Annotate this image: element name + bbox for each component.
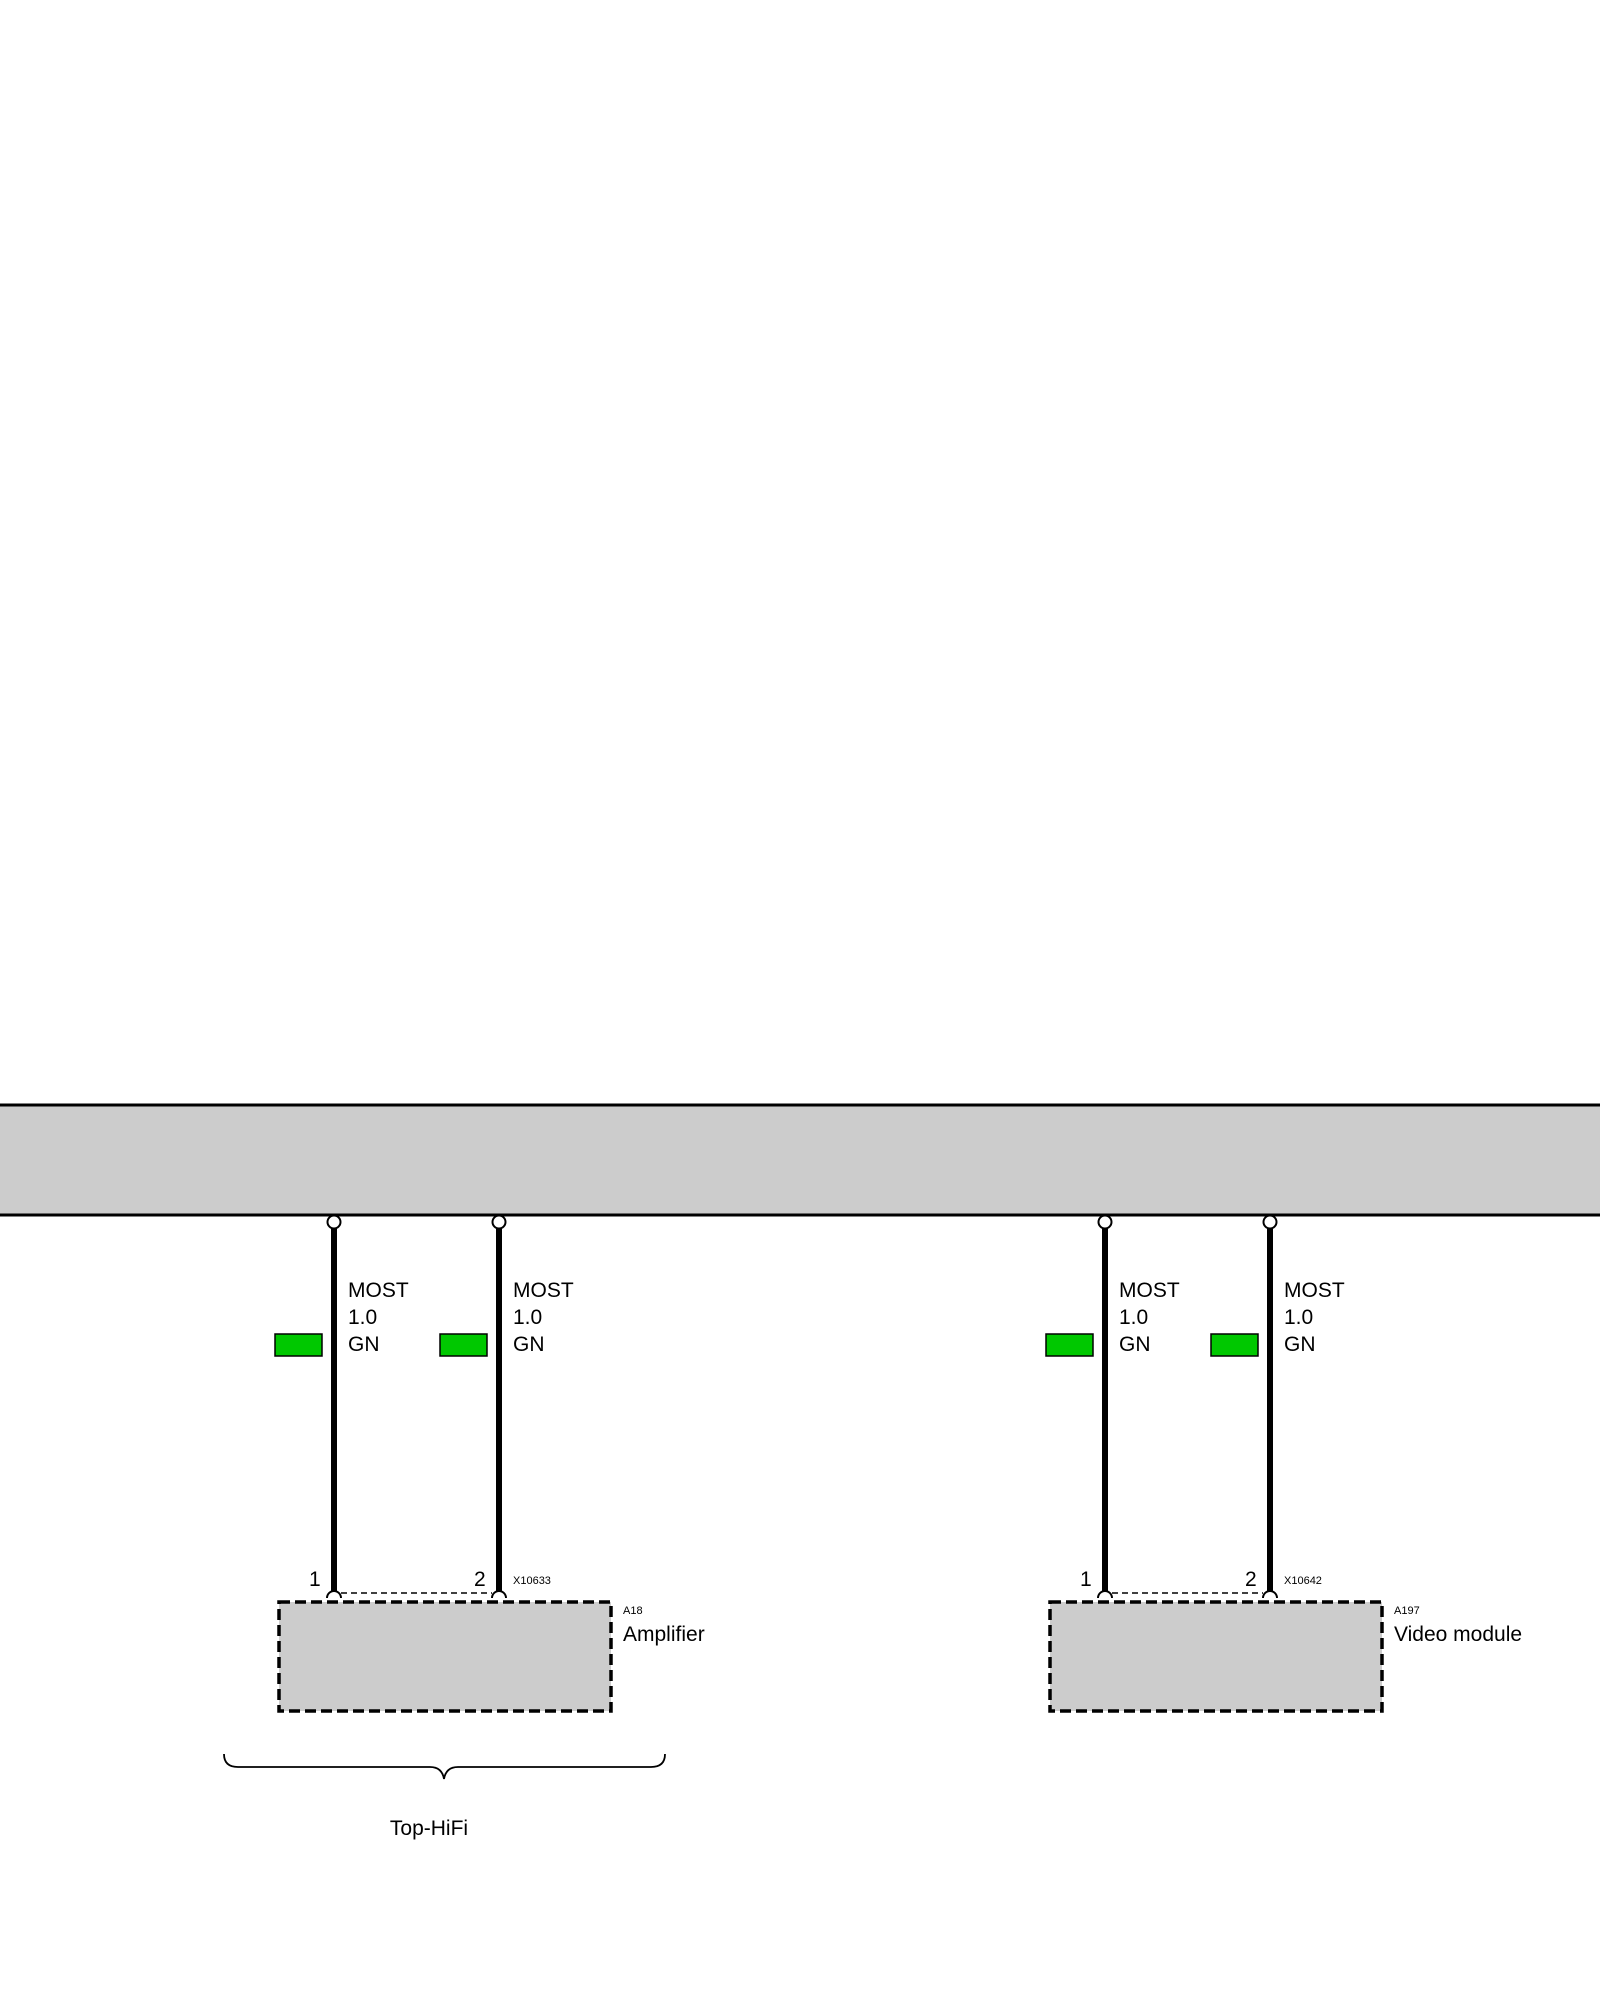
wire-size-label: 1.0 [1119, 1306, 1148, 1329]
wire-size-label: 1.0 [513, 1306, 542, 1329]
component-name-label: Video module [1394, 1623, 1522, 1646]
pin-socket [491, 1590, 507, 1599]
component-video-module: MOST 1.0 GN 1 MOST 1.0 GN 2 X10642 A197 … [1045, 1214, 1522, 1713]
bus-band [0, 1103, 1600, 1217]
component-code-label: A197 [1394, 1605, 1420, 1617]
wire-video-module-pin1: MOST 1.0 GN 1 [1045, 1214, 1180, 1599]
wire-size-label: 1.0 [348, 1306, 377, 1329]
wire-color-label: GN [1284, 1333, 1316, 1356]
pin-number-label: 2 [474, 1568, 486, 1591]
wire-signal-label: MOST [1119, 1279, 1180, 1302]
pin-number-label: 1 [309, 1568, 321, 1591]
top-hifi-group: Top-HiFi [223, 1753, 666, 1840]
wire-color-label: GN [513, 1333, 545, 1356]
wire-signal-label: MOST [513, 1279, 574, 1302]
connector-id-label: X10633 [513, 1575, 551, 1587]
wire-size-label: 1.0 [1284, 1306, 1313, 1329]
wire-color-label: GN [348, 1333, 380, 1356]
group-label: Top-HiFi [390, 1817, 468, 1840]
wire-color-tag [1210, 1333, 1259, 1357]
wire-top-terminal [326, 1214, 342, 1230]
pin-socket [1262, 1590, 1278, 1599]
wire-color-label: GN [1119, 1333, 1151, 1356]
pin-socket [1097, 1590, 1113, 1599]
component-code-label: A18 [623, 1605, 643, 1617]
wire-color-tag [274, 1333, 323, 1357]
wire-top-terminal [1262, 1214, 1278, 1230]
bus-band-fill [0, 1105, 1600, 1215]
module-box [277, 1600, 613, 1713]
wire-top-terminal [1097, 1214, 1113, 1230]
wire-amplifier-pin2: MOST 1.0 GN 2 [439, 1214, 574, 1599]
wire-signal-label: MOST [348, 1279, 409, 1302]
pin-number-label: 2 [1245, 1568, 1257, 1591]
component-name-label: Amplifier [623, 1623, 705, 1646]
wire-color-tag [439, 1333, 488, 1357]
group-brace [223, 1753, 666, 1780]
pin-number-label: 1 [1080, 1568, 1092, 1591]
wire-top-terminal [491, 1214, 507, 1230]
wire-signal-label: MOST [1284, 1279, 1345, 1302]
pin-socket [326, 1590, 342, 1599]
wire-color-tag [1045, 1333, 1094, 1357]
connector-id-label: X10642 [1284, 1575, 1322, 1587]
module-box [1048, 1600, 1384, 1713]
wire-video-module-pin2: MOST 1.0 GN 2 [1210, 1214, 1345, 1599]
wire-amplifier-pin1: MOST 1.0 GN 1 [274, 1214, 409, 1599]
component-amplifier: MOST 1.0 GN 1 MOST 1.0 GN 2 X10633 A18 A… [274, 1214, 705, 1713]
